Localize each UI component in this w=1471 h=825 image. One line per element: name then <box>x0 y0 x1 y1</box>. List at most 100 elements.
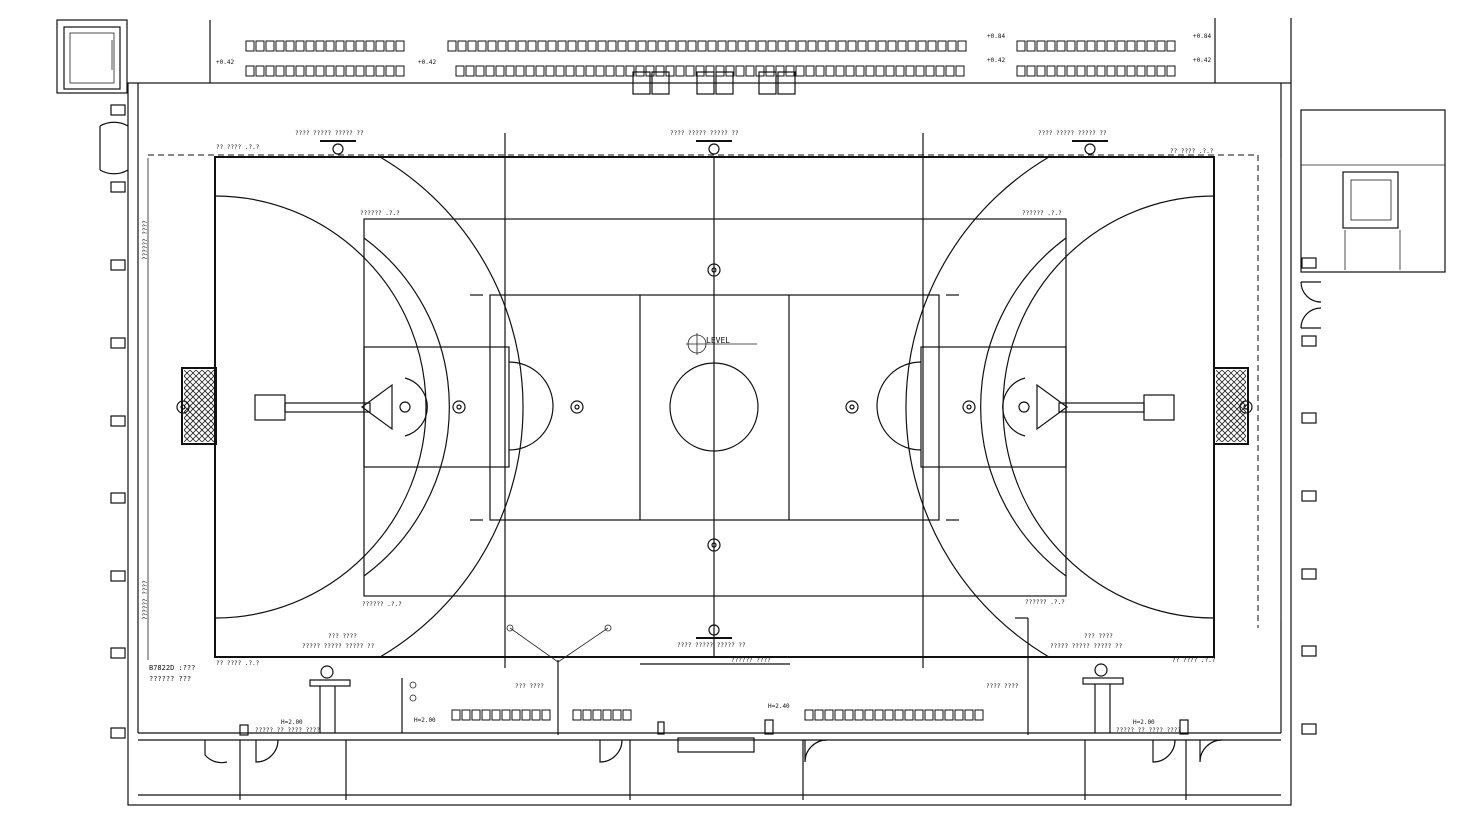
column-marker <box>1301 645 1317 657</box>
seat <box>315 40 325 52</box>
seat <box>974 709 984 721</box>
seat <box>877 40 887 52</box>
seat <box>825 65 835 77</box>
seat <box>737 40 747 52</box>
seat <box>935 65 945 77</box>
seat <box>675 65 685 77</box>
seat <box>945 65 955 77</box>
seat <box>592 709 602 721</box>
seat <box>777 40 787 52</box>
column-marker <box>1301 257 1317 269</box>
height-tag-left: H=2.00 <box>281 719 303 726</box>
seat <box>491 709 501 721</box>
column-marker <box>110 570 126 582</box>
goal-net-line <box>1300 370 1372 442</box>
seat <box>455 65 465 77</box>
seat <box>375 65 385 77</box>
seat <box>612 709 622 721</box>
goal-net-line <box>189 417 214 442</box>
goal-net-line <box>184 435 191 442</box>
seat <box>964 709 974 721</box>
goal-net-line <box>226 370 298 442</box>
goal-net-line <box>238 370 310 442</box>
elevator-left <box>56 19 128 94</box>
seat <box>255 65 265 77</box>
seat <box>1136 40 1146 52</box>
seat <box>457 40 467 52</box>
seat <box>375 40 385 52</box>
seat <box>957 40 967 52</box>
seat <box>582 709 592 721</box>
reference-mark <box>176 400 190 414</box>
goal-net-line <box>268 370 340 442</box>
stair-step <box>651 71 670 95</box>
seat <box>797 40 807 52</box>
seat <box>365 40 375 52</box>
seat <box>517 40 527 52</box>
goal-net-line <box>262 370 334 442</box>
left-goal <box>181 367 217 445</box>
goal-net-line <box>1288 370 1360 442</box>
note-corner-tr: ?? ???? .?.? <box>1170 148 1214 155</box>
seat <box>924 709 934 721</box>
goal-net-line <box>207 435 214 442</box>
stair-right <box>1300 109 1446 273</box>
goal-net-line <box>189 370 214 395</box>
center-circle <box>669 362 759 452</box>
goal-net-line <box>250 370 322 442</box>
reference-mark <box>1243 404 1249 410</box>
seat <box>804 709 814 721</box>
note-bottom-center: ???? ????? ????? ?? <box>677 642 746 649</box>
seat <box>854 709 864 721</box>
seat <box>747 40 757 52</box>
seat <box>355 65 365 77</box>
seat <box>385 40 395 52</box>
seat <box>725 65 735 77</box>
goal-net-line <box>1239 435 1246 442</box>
goal-net-line <box>184 393 214 425</box>
goal-net-line <box>184 405 214 437</box>
column-marker <box>110 104 126 116</box>
goal-net-line <box>1252 370 1324 442</box>
note-bottom-right-b: ????? ????? ????? ?? <box>1050 643 1123 650</box>
right-three-point-arc <box>980 237 1067 577</box>
seat <box>925 65 935 77</box>
stair-step <box>758 71 777 95</box>
seat <box>765 65 775 77</box>
goal-net-line <box>1276 370 1348 442</box>
note-corner-bl: ?? ???? .?.? <box>216 660 260 667</box>
column-marker <box>1301 335 1317 347</box>
seat <box>535 65 545 77</box>
seat <box>477 40 487 52</box>
top-bleacher-seats <box>245 40 1176 95</box>
side-note-left-bottom: ?????? ???? <box>142 580 149 620</box>
seat <box>495 65 505 77</box>
goal-net-line <box>1221 370 1246 395</box>
goal-net-line <box>1258 370 1330 442</box>
seat <box>875 65 885 77</box>
seat <box>715 65 725 77</box>
reference-mark <box>711 542 717 548</box>
goal-net-line <box>1216 370 1223 377</box>
note-key-bl: ?????? .?.? <box>362 601 402 608</box>
seat <box>805 65 815 77</box>
level-tag-mid-a: +0.84 <box>987 33 1005 40</box>
goal-net-line <box>1227 423 1246 442</box>
goal-net-line <box>1245 370 1246 371</box>
seat <box>864 709 874 721</box>
seat <box>315 65 325 77</box>
level-tag-right-b: +0.42 <box>1193 57 1211 64</box>
seat <box>615 65 625 77</box>
seat <box>537 40 547 52</box>
seat <box>547 40 557 52</box>
seat <box>735 65 745 77</box>
seat <box>785 65 795 77</box>
seat <box>1096 40 1106 52</box>
side-note-left-top: ?????? ???? <box>142 220 149 260</box>
seat <box>1016 40 1026 52</box>
seat <box>497 40 507 52</box>
level-label: LEVEL <box>706 336 730 345</box>
left-outer-arc <box>379 156 524 658</box>
seat <box>1036 65 1046 77</box>
